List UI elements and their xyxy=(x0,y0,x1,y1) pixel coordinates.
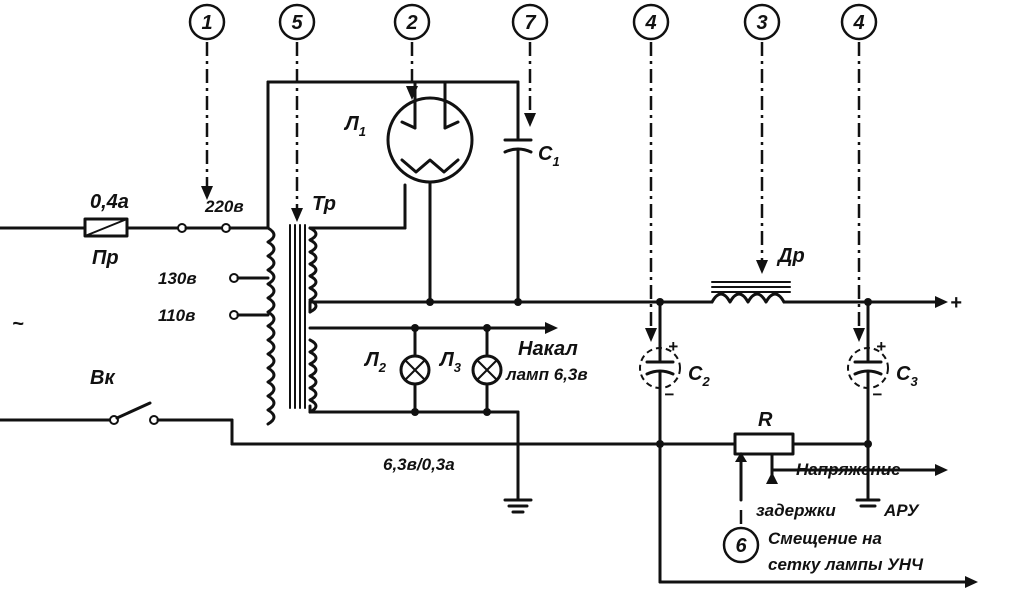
capacitor-c2 xyxy=(639,300,681,446)
transformer-taps xyxy=(229,273,270,320)
callout-7: 7 xyxy=(511,3,549,41)
bias-label-line2: сетку лампы УНЧ xyxy=(768,555,924,574)
rectifier-tube xyxy=(266,80,520,304)
heater-label-line1: Накал xyxy=(518,338,578,360)
agc-label-line3: АРУ xyxy=(883,501,920,520)
capacitor-c1 xyxy=(503,80,533,304)
callout-4b: 4 xyxy=(840,3,878,41)
agc-label-line1: Напряжение xyxy=(796,460,901,479)
svg-text:5: 5 xyxy=(291,12,303,34)
agc-label-line2: задержки xyxy=(756,501,836,520)
choke-dr xyxy=(658,281,948,308)
callout-3: 3 xyxy=(743,3,781,41)
callout-6: 6 xyxy=(722,526,760,564)
capacitor-c3 xyxy=(847,300,889,446)
svg-text:4: 4 xyxy=(852,12,864,34)
svg-text:3: 3 xyxy=(756,12,767,34)
resistor-label: R xyxy=(758,409,773,431)
heater-label-line2: ламп 6,3в xyxy=(505,365,588,384)
tap-220-label: 220в xyxy=(204,197,244,216)
c3-plus: + xyxy=(876,337,886,356)
bias-label-line1: Смещение на xyxy=(768,529,882,548)
svg-text:6: 6 xyxy=(735,535,747,557)
heater-rating-label: 6,3в/0,3а xyxy=(383,455,455,474)
tap-110-label: 110в xyxy=(158,306,195,325)
cap-c2-label: С2 xyxy=(688,363,710,389)
svg-text:2: 2 xyxy=(405,12,417,34)
power-switch xyxy=(109,401,234,425)
ac-source-symbol: ~ xyxy=(12,313,24,335)
svg-text:7: 7 xyxy=(524,12,536,34)
callout-1: 1 xyxy=(188,3,226,41)
fuse xyxy=(83,217,270,238)
tap-130-label: 130в xyxy=(158,269,197,288)
cap-c1-label: С1 xyxy=(538,143,560,169)
transformer-core xyxy=(289,224,306,409)
output-plus: + xyxy=(950,292,962,314)
fuse-label: Пр xyxy=(92,247,119,269)
fuse-rating: 0,4а xyxy=(90,191,129,213)
transformer-label: Тр xyxy=(312,193,336,215)
resistor-r xyxy=(733,432,948,502)
callout-5: 5 xyxy=(278,3,316,41)
lamp-l3 xyxy=(471,326,503,414)
choke-label: Др xyxy=(776,245,805,267)
callout-leaders xyxy=(201,42,865,525)
switch-label: Вк xyxy=(90,367,115,389)
svg-text:4: 4 xyxy=(644,12,656,34)
lamp-l2-label: Л2 xyxy=(363,349,387,375)
c2-minus: − xyxy=(664,385,674,404)
callout-4a: 4 xyxy=(632,3,670,41)
c3-minus: − xyxy=(872,385,882,404)
svg-text:1: 1 xyxy=(201,12,212,34)
mains-input-wires xyxy=(0,226,112,422)
ground-rail xyxy=(230,410,978,588)
transformer-primary xyxy=(230,80,276,446)
callout-2: 2 xyxy=(393,3,431,41)
tube-main-label: Л1 xyxy=(343,113,366,139)
c2-plus: + xyxy=(668,337,678,356)
lamp-l2 xyxy=(399,326,431,414)
lamp-l3-label: Л3 xyxy=(438,349,462,375)
cap-c3-label: С3 xyxy=(896,363,918,389)
transformer-secondary-hv xyxy=(308,183,662,314)
